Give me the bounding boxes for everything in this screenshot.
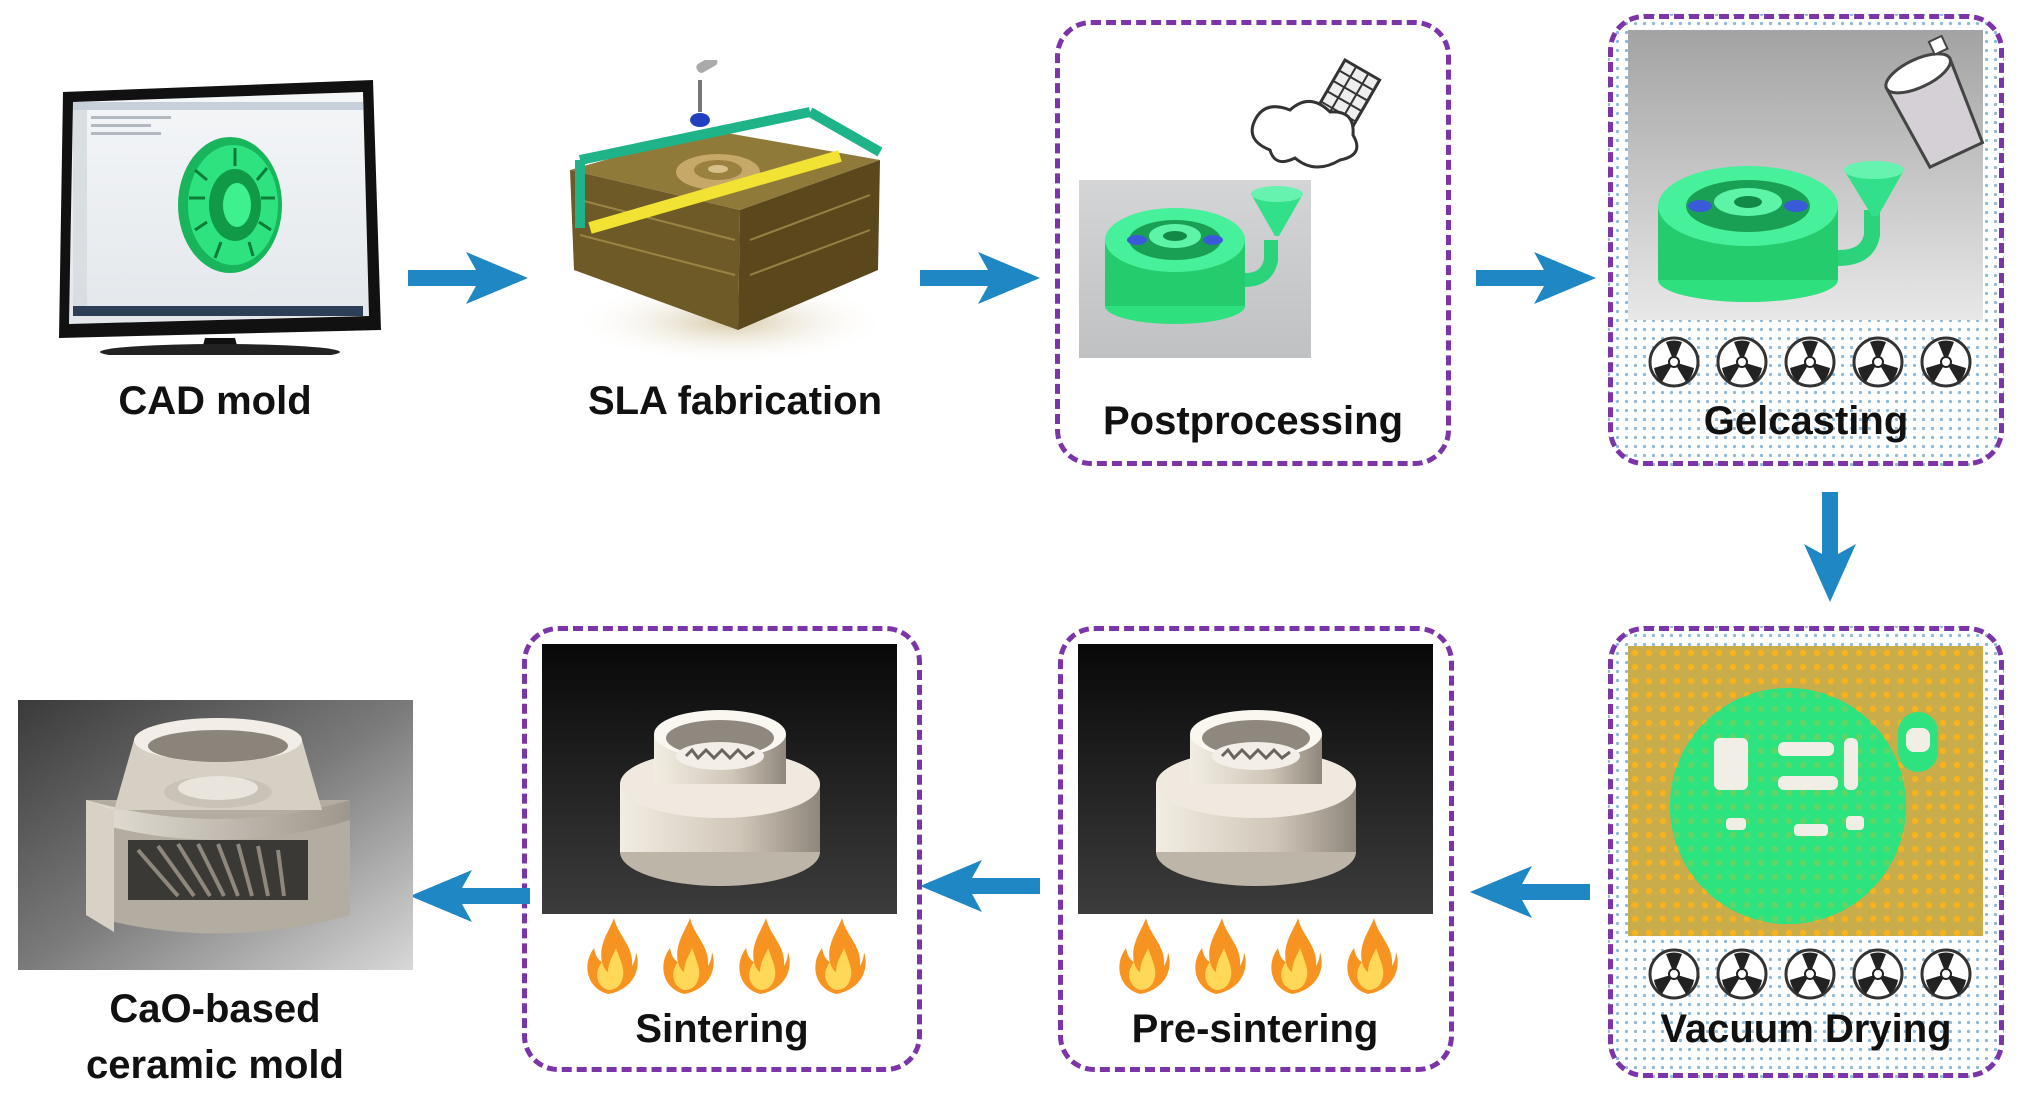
step-label-sintering: Sintering xyxy=(635,1007,809,1051)
flame-icon xyxy=(1271,918,1322,994)
fan-icon xyxy=(1852,336,1904,388)
fan-icon xyxy=(1648,336,1700,388)
step-box-postprocessing xyxy=(1055,20,1451,466)
flow-arrow-2 xyxy=(920,248,1040,308)
cad-monitor-illustration xyxy=(55,80,385,355)
sla-printer-illustration xyxy=(560,60,890,360)
fan-icon xyxy=(1852,948,1904,1000)
step-label-vacuum-drying: Vacuum Drying xyxy=(1660,1007,1952,1051)
step-label-final-line2: ceramic mold xyxy=(86,1043,344,1087)
fan-icon xyxy=(1784,336,1836,388)
flame-icon xyxy=(663,918,714,994)
flow-arrow-6 xyxy=(920,856,1040,916)
flow-arrow-4 xyxy=(1800,492,1860,602)
sintering-illustration xyxy=(542,644,902,914)
pre-sintering-illustration xyxy=(1078,644,1438,914)
postprocessing-illustration xyxy=(1075,40,1440,360)
fan-icon xyxy=(1920,948,1972,1000)
fan-icon xyxy=(1716,336,1768,388)
step-label-final-line1: CaO-based xyxy=(109,987,321,1031)
step-label-postprocessing: Postprocessing xyxy=(1102,399,1404,443)
flow-arrow-5 xyxy=(1470,862,1590,922)
fan-icon xyxy=(1716,948,1768,1000)
flow-arrow-1 xyxy=(408,248,528,308)
step-box-sintering xyxy=(522,626,922,1072)
gelcasting-illustration xyxy=(1628,30,1988,320)
flame-icon xyxy=(1119,918,1170,994)
pre-sintering-flame-row xyxy=(1112,918,1412,996)
sintering-flame-row xyxy=(580,918,880,996)
flame-icon xyxy=(1195,918,1246,994)
vacuum-drying-illustration xyxy=(1628,646,1988,936)
step-label-cad: CAD mold xyxy=(118,379,312,423)
monitor-icon xyxy=(59,80,381,355)
step-label-pre-sintering: Pre-sintering xyxy=(1131,1007,1379,1051)
step-label-gelcasting: Gelcasting xyxy=(1703,399,1909,443)
final-ceramic-mold-illustration xyxy=(18,700,418,970)
fan-icon xyxy=(1648,948,1700,1000)
fan-icon xyxy=(1920,336,1972,388)
flow-arrow-7 xyxy=(410,866,530,926)
flame-icon xyxy=(1347,918,1398,994)
step-label-sla: SLA fabrication xyxy=(587,379,883,423)
flow-arrow-3 xyxy=(1476,248,1596,308)
vacuum-fan-row xyxy=(1648,946,1978,1002)
gelcasting-fan-row xyxy=(1648,334,1978,390)
flame-icon xyxy=(587,918,638,994)
pouring-cup-icon xyxy=(1884,34,1985,170)
step-box-pre-sintering xyxy=(1058,626,1454,1072)
flame-icon xyxy=(739,918,790,994)
flame-icon xyxy=(815,918,866,994)
fan-icon xyxy=(1784,948,1836,1000)
